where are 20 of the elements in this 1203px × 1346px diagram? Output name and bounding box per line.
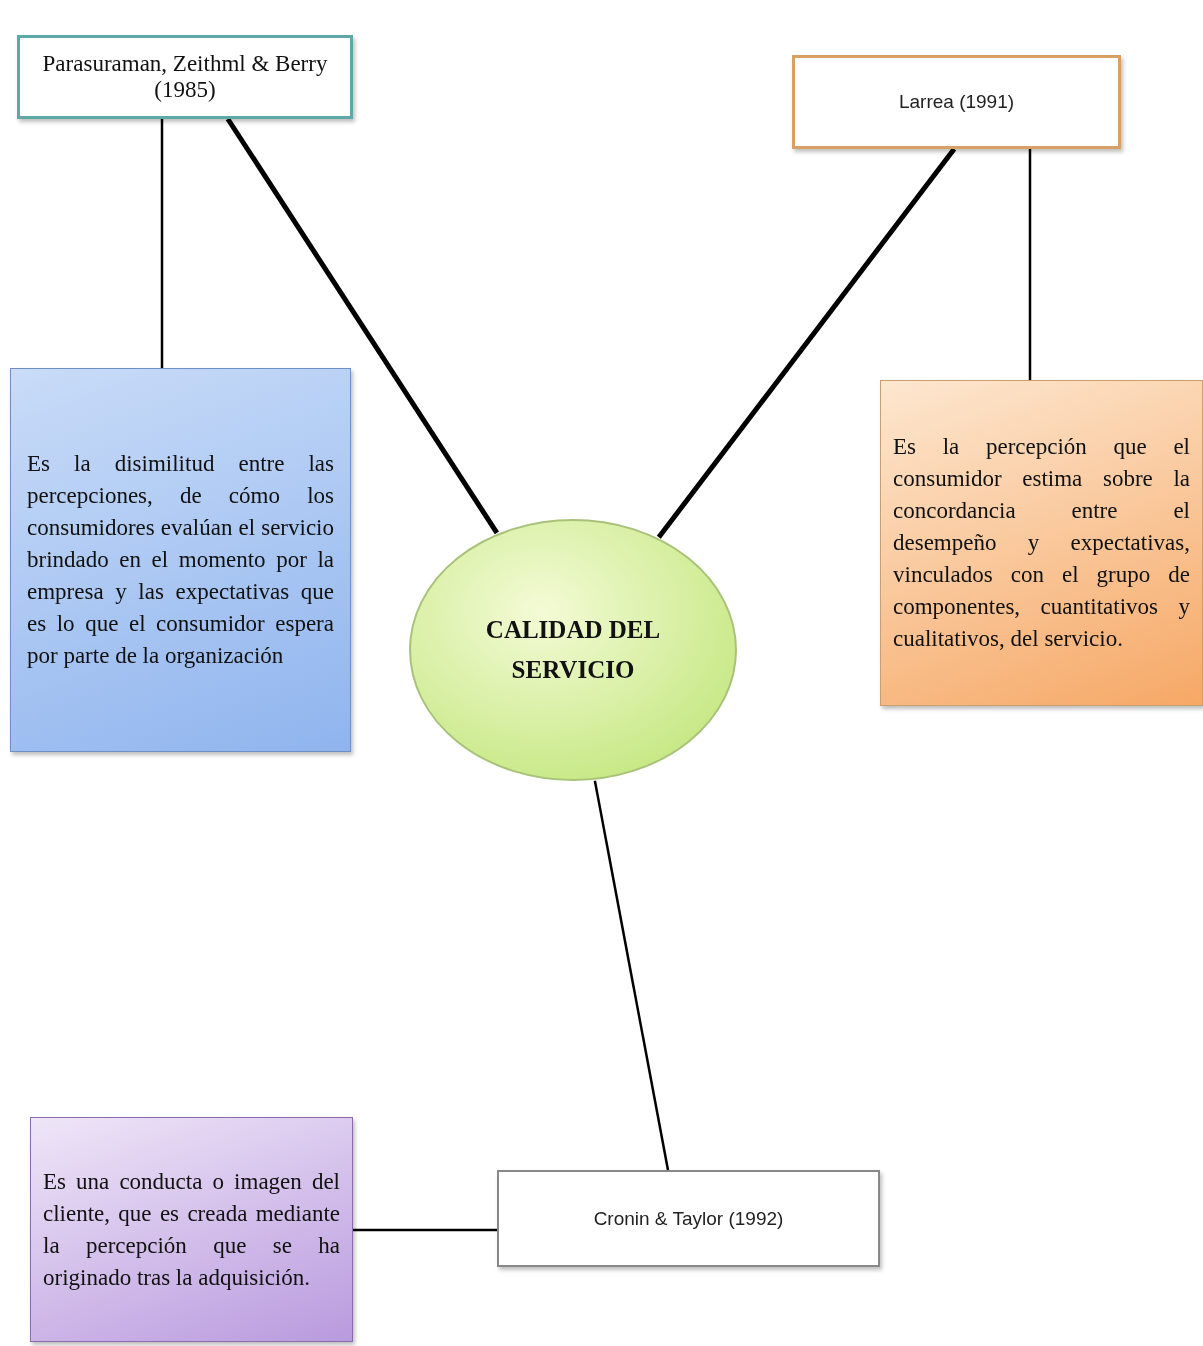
definition-text: Es una conducta o imagen del cliente, que es creada mediante la percepción que se ha originado tras la adquisición.: [43, 1167, 340, 1292]
definition-box: [10, 368, 351, 752]
definition-text: Es la percepción que el consumidor estima sobre la concordancia entre el desempeño y expectativas, vinculados con el grupo de componentes, cuantitativos y cualitativos, del servicio.: [893, 433, 1190, 653]
definition-text: Es la disimilitud entre las percepciones, de cómo los consumidores evalúan el servicio brindado en el momento por la empresa y las expectativas que es lo que el consumidor espera por parte de la organización: [27, 450, 334, 670]
author-box: [497, 1170, 880, 1267]
connector-line: [1028, 149, 1032, 380]
author-box: [792, 55, 1121, 149]
author-citation: Larrea (1991): [898, 91, 1015, 113]
author-citation: Cronin & Taylor (1992): [593, 1207, 784, 1230]
connector-line: [160, 119, 164, 368]
definition-box: [30, 1117, 353, 1342]
definition-box: [880, 380, 1203, 706]
concept-title: CALIDAD DEL SERVICIO: [484, 615, 662, 685]
central-ellipse: [408, 518, 738, 782]
author-box: [17, 35, 353, 119]
connector-line: [593, 780, 670, 1171]
connector-line: [353, 1228, 497, 1232]
author-citation: Parasuraman, Zeithml & Berry (1985): [41, 51, 329, 103]
connector-line: [225, 117, 499, 535]
connector-line: [656, 147, 957, 539]
